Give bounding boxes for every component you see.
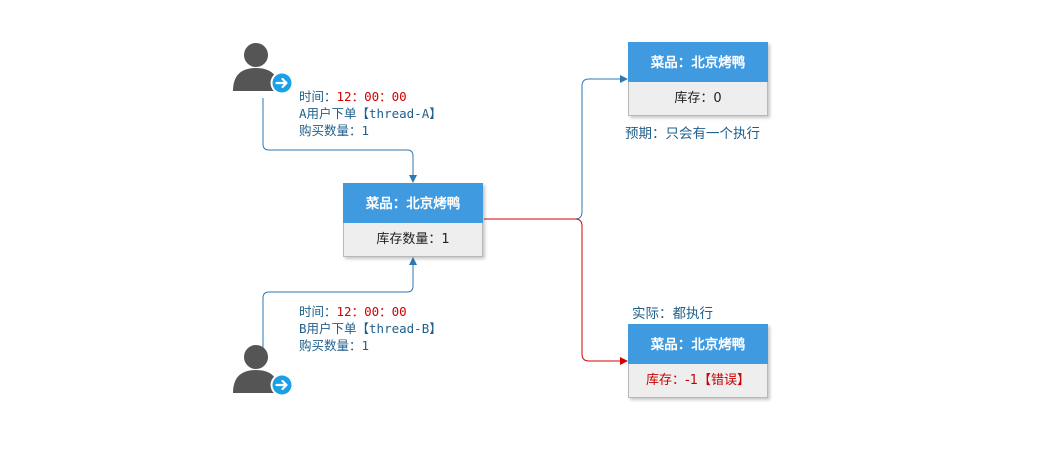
- expected-dish-card: 菜品：北京烤鸭 库存：0: [628, 42, 768, 116]
- actual-dish-card: 菜品：北京烤鸭 库存：-1【错误】: [628, 324, 768, 398]
- expected-caption: 预期：只会有一个执行: [625, 126, 760, 142]
- user-a-quantity: 购买数量：1: [299, 123, 370, 138]
- user-a-note: 时间：12：00：00 A用户下单【thread-A】 购买数量：1: [299, 88, 442, 139]
- user-b-time: 时间：12：00：00: [299, 304, 407, 319]
- user-a-icon: [229, 40, 295, 106]
- actual-caption: 实际：都执行: [632, 306, 713, 322]
- user-b-order: B用户下单【thread-B】: [299, 321, 442, 336]
- center-dish-title: 菜品：北京烤鸭: [343, 183, 483, 223]
- user-a-time-value: 12：00：00: [336, 89, 407, 104]
- expected-dish-stock: 库存：0: [628, 82, 768, 116]
- user-b-note: 时间：12：00：00 B用户下单【thread-B】 购买数量：1: [299, 303, 442, 354]
- actual-dish-title: 菜品：北京烤鸭: [628, 324, 768, 364]
- user-b-time-value: 12：00：00: [336, 304, 407, 319]
- user-b-quantity: 购买数量：1: [299, 338, 370, 353]
- center-dish-card: 菜品：北京烤鸭 库存数量：1: [343, 183, 483, 257]
- user-a-to-center-arrow: [262, 98, 417, 183]
- expected-dish-title: 菜品：北京烤鸭: [628, 42, 768, 82]
- center-to-expected-arrow: [484, 75, 628, 220]
- user-b-to-center-arrow: [262, 257, 417, 362]
- actual-dish-stock: 库存：-1【错误】: [628, 364, 768, 398]
- user-b-icon: [229, 342, 295, 408]
- center-to-actual-arrow: [484, 218, 628, 365]
- center-dish-stock: 库存数量：1: [343, 223, 483, 257]
- user-a-order: A用户下单【thread-A】: [299, 106, 442, 121]
- user-a-time: 时间：12：00：00: [299, 89, 407, 104]
